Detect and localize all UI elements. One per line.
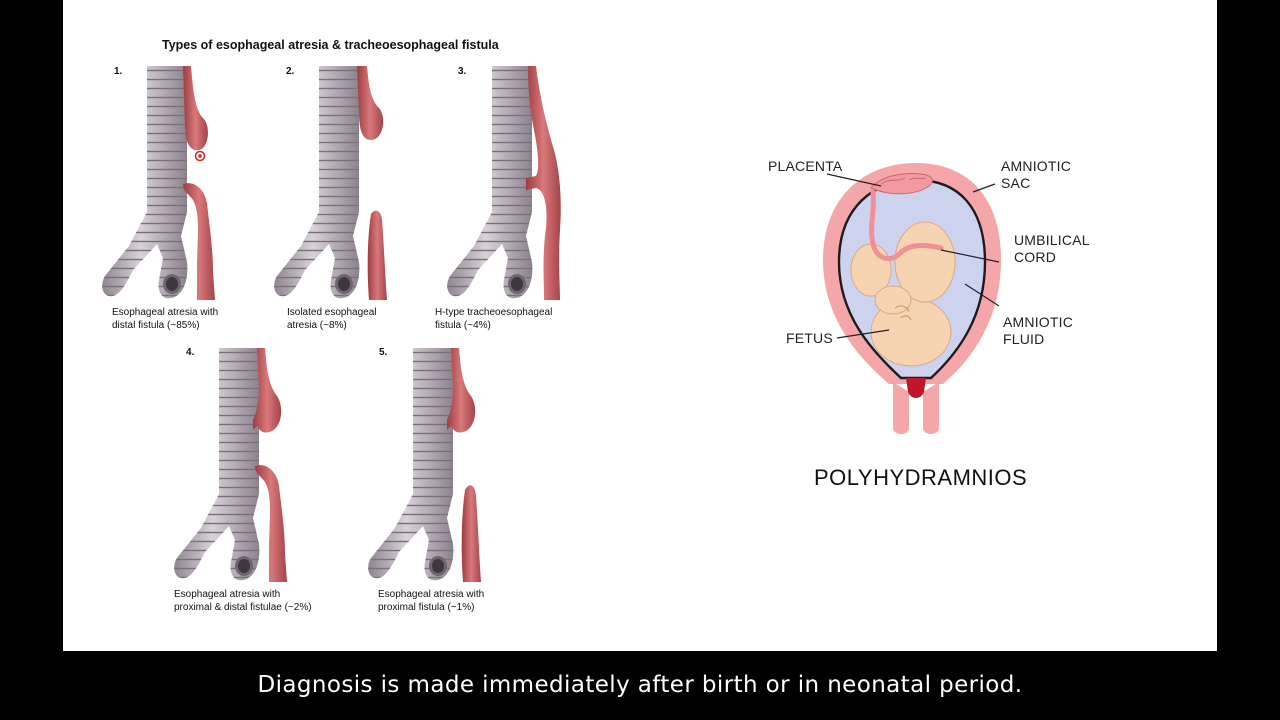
label-amniotic-fluid: AMNIOTIC FLUID xyxy=(1003,314,1073,348)
panel-4-caption-line1: Esophageal atresia with xyxy=(174,589,281,600)
panel-4-number: 4. xyxy=(186,347,195,358)
panel-5-number: 5. xyxy=(379,347,388,358)
label-amniotic-sac: AMNIOTIC SAC xyxy=(1001,158,1071,192)
cervical-plug xyxy=(906,378,926,398)
label-amniotic-sac-line1: AMNIOTIC xyxy=(1001,158,1072,174)
leader-lines xyxy=(826,173,1000,339)
panel-5-caption-line1: Esophageal atresia with xyxy=(378,589,485,600)
label-amniotic-sac-line2: SAC xyxy=(1001,175,1031,191)
label-placenta: PLACENTA xyxy=(768,158,843,174)
label-amniotic-fluid-line1: AMNIOTIC xyxy=(1003,314,1074,330)
panel-3-caption: H-type tracheoesophageal fistula (~4%) xyxy=(435,306,552,332)
panel-2-caption-line2: atresia (~8%) xyxy=(287,320,347,331)
label-amniotic-fluid-line2: FLUID xyxy=(1003,331,1045,347)
panel-5-caption: Esophageal atresia with proximal fistula… xyxy=(378,588,484,614)
slide: Types of esophageal atresia & tracheoeso… xyxy=(63,0,1217,651)
label-umbilical-cord: UMBILICAL CORD xyxy=(1014,232,1090,266)
panel-3-number: 3. xyxy=(458,66,467,77)
figure-title: Types of esophageal atresia & tracheoeso… xyxy=(162,38,499,52)
fetus-shape xyxy=(850,221,956,367)
panel-2-number: 2. xyxy=(286,66,295,77)
cervix xyxy=(893,382,939,434)
panel-1-number: 1. xyxy=(114,66,123,77)
panel-1-illustration xyxy=(102,66,215,300)
umbilical-cord-shape xyxy=(869,189,944,262)
esophageal-atresia-figure xyxy=(102,66,561,582)
panel-1-caption: Esophageal atresia with distal fistula (… xyxy=(112,306,218,332)
panel-2-caption: Isolated esophageal atresia (~8%) xyxy=(287,306,377,332)
panel-2-illustration xyxy=(274,66,387,300)
polyhydramnios-diagram xyxy=(823,163,1001,434)
panel-1-caption-line1: Esophageal atresia with xyxy=(112,307,219,318)
panel-5-illustration xyxy=(368,348,481,582)
label-fetus: FETUS xyxy=(786,330,833,346)
panel-4-illustration xyxy=(174,348,287,582)
panel-4-caption: Esophageal atresia with proximal & dista… xyxy=(174,588,312,614)
label-umbilical-cord-line2: CORD xyxy=(1014,249,1057,265)
panel-2-caption-line1: Isolated esophageal xyxy=(287,307,377,318)
panel-5-caption-line2: proximal fistula (~1%) xyxy=(378,602,475,613)
subtitle-caption: Diagnosis is made immediately after birt… xyxy=(257,672,1023,698)
panel-3-caption-line2: fistula (~4%) xyxy=(435,320,491,331)
panel-1-caption-line2: distal fistula (~85%) xyxy=(112,320,200,331)
panel-4-caption-line2: proximal & distal fistulae (~2%) xyxy=(174,602,312,613)
label-umbilical-cord-line1: UMBILICAL xyxy=(1014,232,1090,248)
panel-3-caption-line1: H-type tracheoesophageal xyxy=(435,307,553,318)
panel-3-illustration xyxy=(447,66,561,300)
polyhydramnios-title: POLYHYDRAMNIOS xyxy=(814,465,1028,490)
